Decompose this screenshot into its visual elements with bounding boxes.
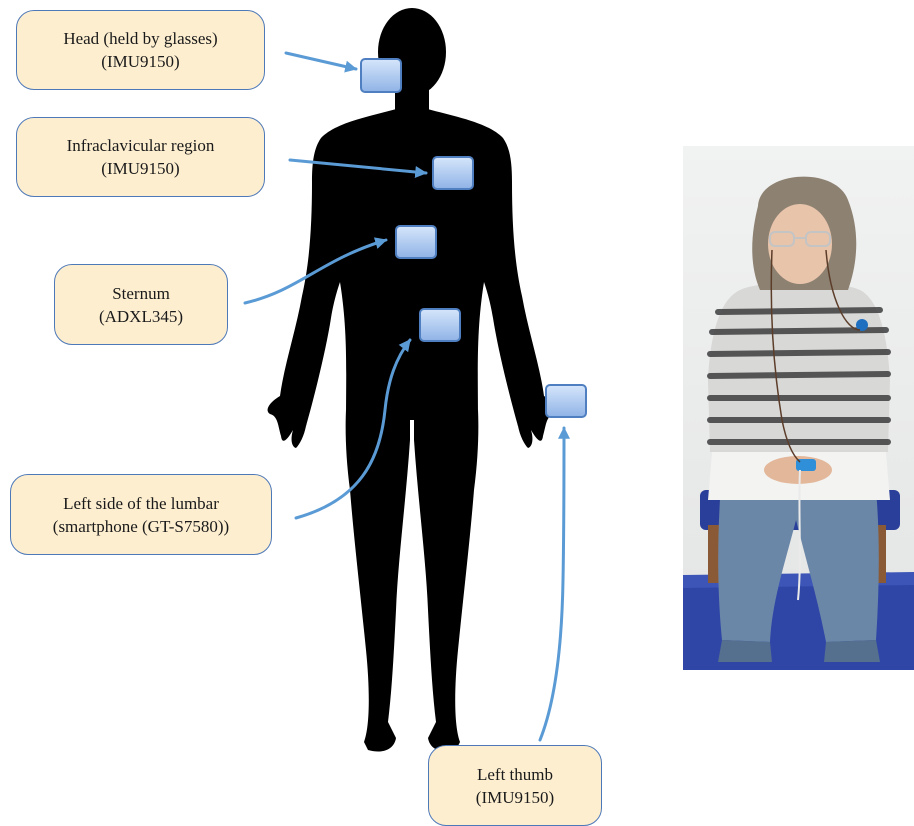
label-infraclavicular: Infraclavicular region (IMU9150) (16, 117, 265, 197)
label-lumbar: Left side of the lumbar (smartphone (GT-… (10, 474, 272, 555)
sensor-head-icon (361, 59, 401, 92)
label-sternum-title: Sternum (112, 282, 170, 305)
label-sternum: Sternum (ADXL345) (54, 264, 228, 345)
human-silhouette (268, 8, 557, 752)
label-head-title: Head (held by glasses) (63, 27, 217, 50)
sensor-thumb-icon (546, 385, 586, 417)
label-thumb-title: Left thumb (477, 763, 553, 786)
label-lumbar-device: (smartphone (GT-S7580)) (53, 515, 229, 538)
participant-photo (683, 146, 914, 670)
label-thumb: Left thumb (IMU9150) (428, 745, 602, 826)
label-lumbar-title: Left side of the lumbar (63, 492, 219, 515)
sensor-sternum-icon (396, 226, 436, 258)
label-head-device: (IMU9150) (101, 50, 179, 73)
label-infraclavicular-device: (IMU9150) (101, 157, 179, 180)
arrow-thumb (540, 428, 564, 740)
sensor-infraclavicular-icon (433, 157, 473, 189)
sensor-lumbar-icon (420, 309, 460, 341)
label-head: Head (held by glasses) (IMU9150) (16, 10, 265, 90)
label-thumb-device: (IMU9150) (476, 786, 554, 809)
label-sternum-device: (ADXL345) (99, 305, 183, 328)
label-infraclavicular-title: Infraclavicular region (67, 134, 215, 157)
arrow-head (286, 53, 356, 69)
